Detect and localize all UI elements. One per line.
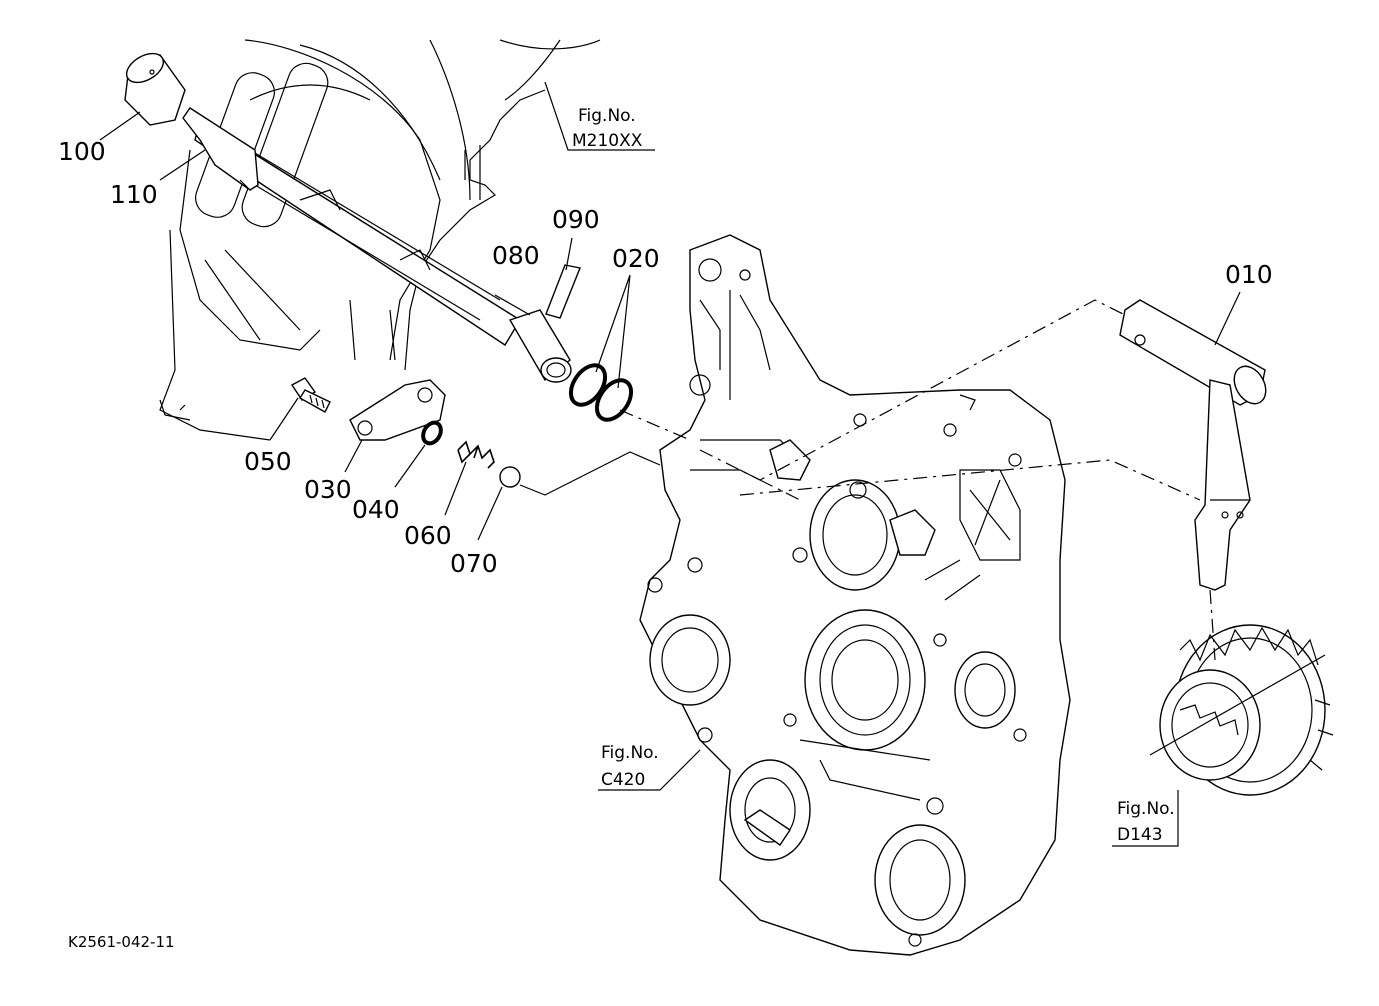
part-label-080: 080 <box>492 241 540 270</box>
part-labels: 100 110 080 090 020 010 050 030 040 060 … <box>58 137 1273 578</box>
fig-ref-c420-code: C420 <box>601 770 645 790</box>
o-rings-020 <box>568 363 634 422</box>
part-label-060: 060 <box>404 521 452 550</box>
drawing-code: K2561-042-11 <box>68 933 175 951</box>
part-label-090: 090 <box>552 205 600 234</box>
part-label-100: 100 <box>58 137 106 166</box>
ball-070 <box>499 466 521 488</box>
fig-ref-c420-title: Fig.No. <box>601 743 659 763</box>
fig-ref-d143-code: D143 <box>1117 825 1163 845</box>
transmission-case-c420 <box>639 234 1071 956</box>
part-label-020: 020 <box>612 244 660 273</box>
o-ring-040 <box>421 420 443 446</box>
figure-references: Fig.No. M210XX Fig.No. C420 Fig.No. D143 <box>572 106 1175 845</box>
part-label-070: 070 <box>450 549 498 578</box>
knob-100 <box>124 52 186 126</box>
shift-fork-010 <box>1119 299 1267 591</box>
part-label-030: 030 <box>304 475 352 504</box>
leader-lines <box>99 81 1241 847</box>
cover-plate-030 <box>349 379 446 441</box>
collar-080 <box>508 309 572 383</box>
fig-ref-d143-title: Fig.No. <box>1117 799 1175 819</box>
part-label-040: 040 <box>352 495 400 524</box>
part-label-110: 110 <box>110 180 158 209</box>
fig-ref-m210-code: M210XX <box>572 131 643 151</box>
alignment-lines <box>619 299 1216 661</box>
part-label-050: 050 <box>244 447 292 476</box>
fig-ref-m210-title: Fig.No. <box>578 106 636 126</box>
lever-110 <box>182 107 259 191</box>
spring-060 <box>457 440 495 469</box>
bolt-050 <box>290 377 331 413</box>
spring-pin-090 <box>545 264 581 319</box>
part-label-010: 010 <box>1225 260 1273 289</box>
gear-d143 <box>1149 624 1334 796</box>
